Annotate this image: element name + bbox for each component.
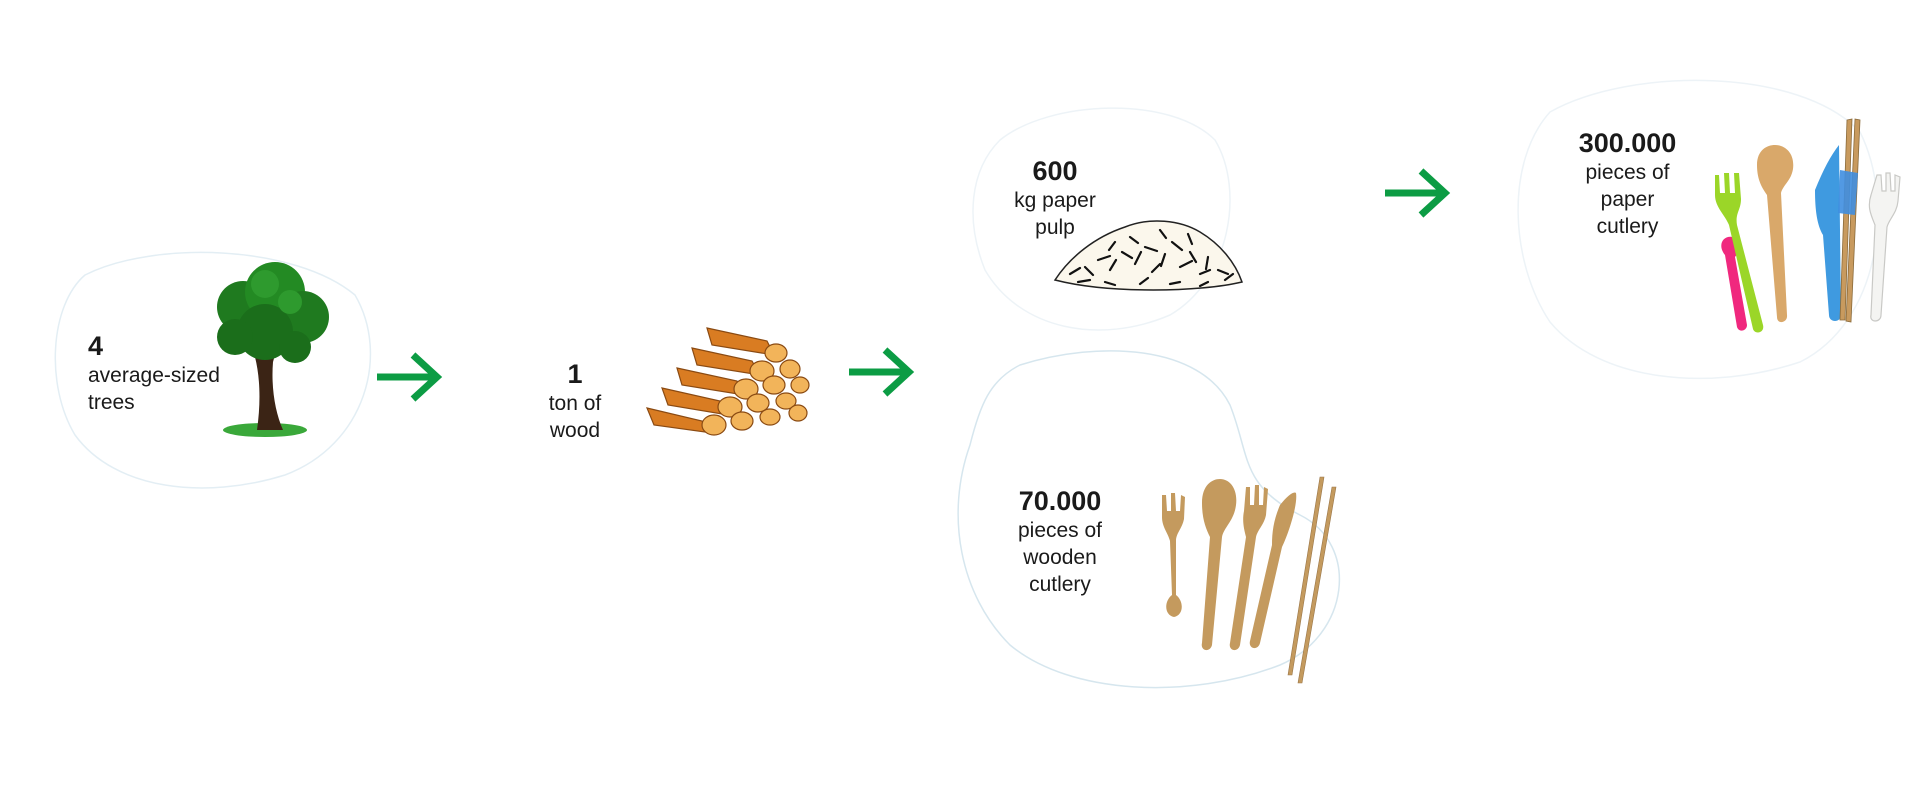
- paper-pulp-icon: [1053, 220, 1243, 291]
- wooden-cutlery-icon: [1162, 476, 1337, 684]
- paper-cutlery-line-2: paper: [1600, 188, 1655, 211]
- paper-cutlery-label: 300.000 pieces of paper cutlery: [1560, 127, 1695, 240]
- arrow-wood-to-products: [849, 347, 915, 397]
- trees-blob: [54, 251, 372, 489]
- wooden-cutlery-blob: [957, 350, 1341, 689]
- wood-line-2: wood: [549, 419, 601, 442]
- wooden-cutlery-count: 70.000: [1018, 486, 1102, 516]
- wood-count: 1: [567, 359, 583, 389]
- arrow-pulp-to-paper-cutlery: [1385, 168, 1451, 218]
- arrow-trees-to-wood: [377, 352, 443, 402]
- pulp-line-1: kg paper: [1014, 189, 1096, 212]
- wooden-cutlery-line-1: pieces of: [1017, 519, 1103, 542]
- pulp-label: 600 kg paper pulp: [1000, 155, 1110, 241]
- trees-count: 4: [88, 331, 104, 361]
- tree-icon: [217, 262, 329, 437]
- paper-cutlery-blob: [1517, 79, 1879, 380]
- pulp-count: 600: [1032, 156, 1078, 186]
- pulp-line-2: pulp: [1035, 216, 1075, 239]
- paper-cutlery-line-1: pieces of: [1585, 161, 1670, 184]
- paper-cutlery-count: 300.000: [1578, 128, 1677, 158]
- wooden-cutlery-label: 70.000 pieces of wooden cutlery: [1000, 485, 1120, 598]
- log-pile-icon: [645, 327, 810, 436]
- trees-line-2: trees: [88, 391, 135, 414]
- paper-cutlery-icon: [1715, 118, 1901, 333]
- wood-label: 1 ton of wood: [525, 358, 625, 444]
- trees-line-1: average-sized: [88, 364, 220, 387]
- pulp-blob: [972, 107, 1231, 331]
- wood-line-1: ton of: [548, 392, 602, 415]
- wooden-cutlery-line-2: wooden: [1023, 546, 1097, 569]
- wooden-cutlery-line-3: cutlery: [1029, 573, 1091, 596]
- trees-label: 4 average-sized trees: [88, 330, 288, 416]
- paper-cutlery-line-3: cutlery: [1596, 215, 1659, 238]
